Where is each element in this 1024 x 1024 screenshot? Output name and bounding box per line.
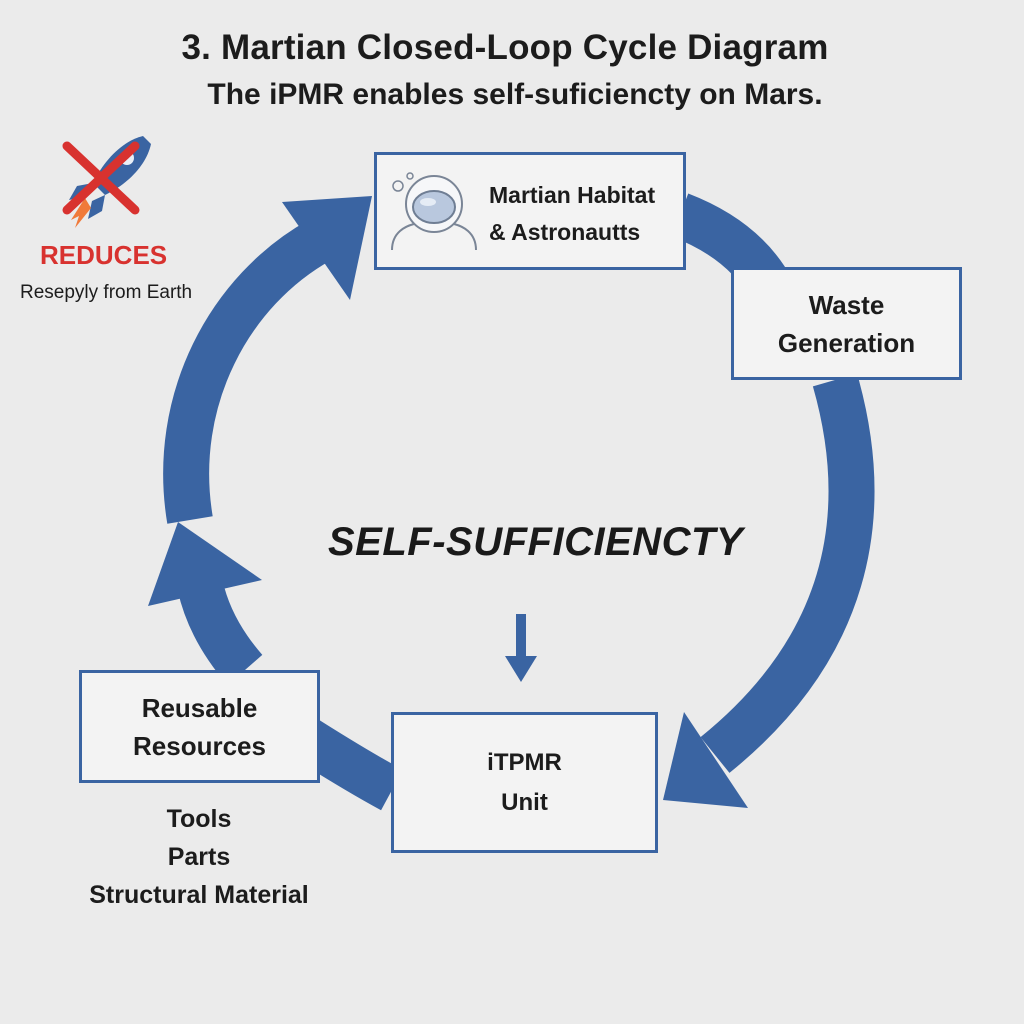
node-reusable-line2: Resources — [133, 730, 266, 761]
resources-list: Tools Parts Structural Material — [79, 800, 319, 914]
node-reusable-resources: Reusable Resources — [79, 670, 320, 783]
reduces-note: Resepyly from Earth — [20, 282, 193, 303]
node-reusable-text: Reusable Resources — [133, 689, 266, 765]
node-waste-generation: Waste Generation — [731, 267, 962, 380]
reduces-label: REDUCES — [40, 240, 168, 270]
node-reusable-line1: Reusable — [141, 692, 258, 723]
resource-item-parts: Parts — [167, 843, 231, 871]
center-down-arrow-head — [505, 656, 537, 682]
arrow-left-up-to-habitat — [163, 219, 332, 524]
center-down-arrow-shaft — [516, 614, 526, 662]
arrowhead-habitat — [282, 196, 372, 300]
center-label: SELF-SUFFICIENCTY — [328, 520, 744, 564]
arrow-waste-to-itpmr — [700, 373, 875, 773]
astronaut-helmet-icon — [391, 172, 477, 251]
resource-item-tools: Tools — [166, 805, 232, 833]
node-itpmr-line1: iTPMR — [487, 748, 562, 776]
node-waste-line2: Generation — [777, 327, 916, 358]
arrowhead-left — [148, 522, 262, 606]
node-habitat-text: Martian Habitat & Astronautts — [489, 177, 655, 251]
resource-item-structural-material: Structural Material — [89, 881, 309, 909]
arrowhead-itpmr — [663, 712, 748, 808]
diagram-title: 3. Martian Closed-Loop Cycle Diagram — [181, 28, 829, 67]
node-itpmr-line2: Unit — [501, 788, 548, 816]
diagram-subtitle: The iPMR enables self-suficiencty on Mar… — [207, 78, 823, 111]
rocket-crossed-out-icon — [62, 136, 151, 228]
node-waste-text: Waste Generation — [778, 286, 915, 362]
node-itpmr-unit: iTPMR Unit — [391, 712, 658, 853]
node-waste-line1: Waste — [808, 289, 885, 320]
arrow-reusable-up — [177, 579, 263, 686]
node-itpmr-text: iTPMR Unit — [487, 743, 562, 823]
node-habitat-line1: Martian Habitat — [489, 182, 656, 208]
cross-mark-icon — [62, 141, 140, 215]
node-habitat-line2: & Astronautts — [489, 219, 641, 245]
